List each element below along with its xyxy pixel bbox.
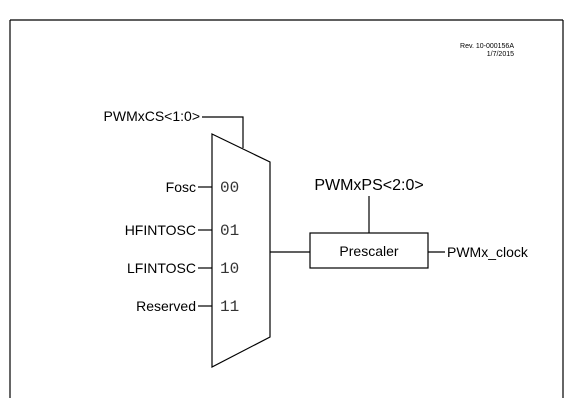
input-source-label-1: HFINTOSC bbox=[125, 222, 196, 238]
mux-select-line bbox=[202, 116, 244, 148]
prescaler-select-label: PWMxPS<2:0> bbox=[314, 177, 423, 194]
input-source-label-2: LFINTOSC bbox=[127, 260, 196, 276]
input-code-1: 01 bbox=[220, 222, 239, 240]
prescaler-label: Prescaler bbox=[339, 243, 398, 259]
mux-select-label: PWMxCS<1:0> bbox=[104, 108, 200, 124]
input-code-0: 00 bbox=[220, 179, 239, 197]
prescaler-output-label: PWMx_clock bbox=[447, 244, 529, 260]
input-code-3: 11 bbox=[220, 298, 239, 316]
multiplexer-shape bbox=[211, 133, 271, 368]
input-code-2: 10 bbox=[220, 260, 239, 278]
revision-line-1: Rev. 10-000156A bbox=[460, 43, 514, 50]
input-source-label-3: Reserved bbox=[136, 298, 196, 314]
revision-line-2: 1/7/2015 bbox=[487, 51, 514, 58]
input-source-label-0: Fosc bbox=[166, 179, 196, 195]
